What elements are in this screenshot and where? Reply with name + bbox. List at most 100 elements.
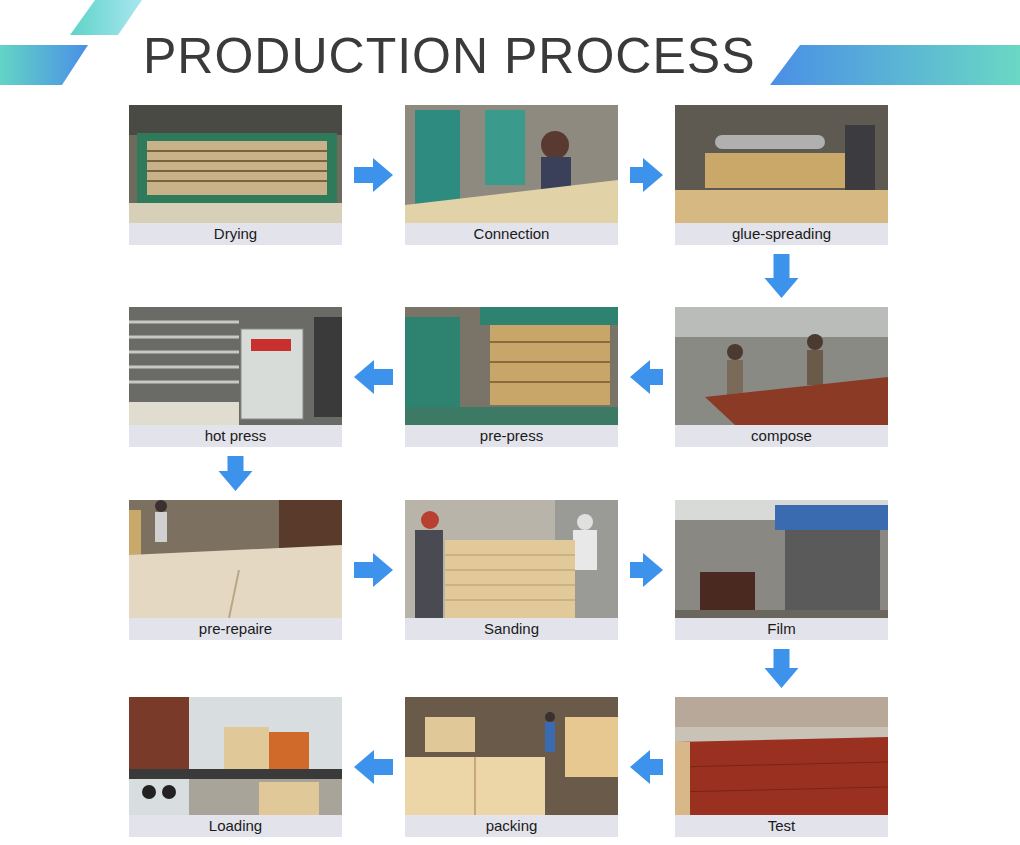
art-shape <box>490 341 610 343</box>
step-caption: pre-press <box>405 425 618 447</box>
photo-glue-spreading <box>675 105 888 223</box>
art-shape <box>147 141 327 195</box>
art-shape <box>189 779 342 815</box>
art-shape <box>129 336 239 339</box>
flow-arrow <box>630 750 663 784</box>
art-shape <box>129 402 239 425</box>
art-shape <box>807 350 823 385</box>
step-caption: Test <box>675 815 888 837</box>
step-caption: pre-repaire <box>129 618 342 640</box>
art-shape <box>129 769 342 779</box>
page-title: PRODUCTION PROCESS <box>143 29 756 84</box>
art-shape <box>490 342 610 382</box>
art-shape <box>155 500 167 512</box>
step-caption: Film <box>675 618 888 640</box>
art-shape <box>541 157 571 191</box>
process-box: Sanding <box>405 500 618 640</box>
art-shape <box>70 0 142 35</box>
art-shape <box>675 787 888 792</box>
art-shape <box>675 307 888 337</box>
art-shape <box>405 180 618 223</box>
process-box: packing <box>405 697 618 837</box>
art-shape <box>129 697 342 815</box>
photo-sanding <box>405 500 618 618</box>
art-shape <box>545 712 555 722</box>
art-shape <box>241 329 303 419</box>
photo-packing <box>405 697 618 815</box>
art-shape <box>445 555 575 556</box>
process-box: Loading <box>129 697 342 837</box>
art-shape <box>445 585 575 586</box>
art-shape <box>405 757 545 815</box>
photo-connection <box>405 105 618 223</box>
flow-arrow <box>354 158 393 192</box>
art-shape <box>490 361 610 363</box>
art-shape <box>565 717 618 777</box>
process-box: pre-press <box>405 307 618 447</box>
art-shape <box>807 334 823 350</box>
art-shape <box>705 377 888 425</box>
art-shape <box>727 344 743 360</box>
flow-arrow <box>630 360 663 394</box>
flow-arrow <box>765 649 799 688</box>
art-shape <box>129 105 342 135</box>
art-shape <box>405 105 618 223</box>
step-caption: Loading <box>129 815 342 837</box>
art-shape <box>675 307 888 425</box>
art-shape <box>705 153 855 188</box>
art-shape <box>675 697 888 815</box>
process-box: Film <box>675 500 888 640</box>
art-shape <box>129 697 189 777</box>
photo-test <box>675 697 888 815</box>
art-shape <box>577 514 593 530</box>
art-shape <box>700 572 755 612</box>
art-shape <box>485 110 525 185</box>
art-shape <box>129 321 239 324</box>
art-shape <box>845 125 875 195</box>
step-caption: compose <box>675 425 888 447</box>
photo-pre-repaire <box>129 500 342 618</box>
art-shape <box>675 737 888 815</box>
photo-film <box>675 500 888 618</box>
art-shape <box>259 782 319 815</box>
art-shape <box>314 317 342 417</box>
art-shape <box>405 407 618 425</box>
process-box: compose <box>675 307 888 447</box>
art-shape <box>425 717 475 752</box>
art-shape <box>415 530 443 618</box>
art-shape <box>147 150 327 152</box>
art-shape <box>775 505 888 530</box>
art-shape <box>675 500 888 618</box>
art-shape <box>480 307 618 325</box>
art-shape <box>415 110 460 205</box>
art-shape <box>142 785 156 799</box>
art-shape <box>129 381 239 384</box>
art-shape <box>675 697 888 727</box>
art-shape <box>405 500 618 618</box>
flow-arrow <box>354 553 393 587</box>
art-shape <box>445 555 575 600</box>
art-shape <box>155 512 167 542</box>
art-shape <box>675 105 888 223</box>
art-shape <box>675 610 888 618</box>
art-shape <box>785 530 880 615</box>
art-shape <box>251 339 291 351</box>
art-shape <box>129 510 141 560</box>
art-shape <box>129 322 239 382</box>
art-shape <box>147 180 327 182</box>
art-shape <box>490 381 610 383</box>
art-shape <box>490 325 610 405</box>
art-shape <box>545 722 555 752</box>
art-shape <box>445 570 575 571</box>
process-box: Test <box>675 697 888 837</box>
step-caption: glue-spreading <box>675 223 888 245</box>
art-shape <box>445 600 575 601</box>
art-shape <box>573 530 597 570</box>
art-shape <box>129 545 342 618</box>
art-shape <box>541 131 569 159</box>
art-shape <box>147 160 327 162</box>
art-shape <box>0 45 88 85</box>
art-shape <box>147 151 327 181</box>
